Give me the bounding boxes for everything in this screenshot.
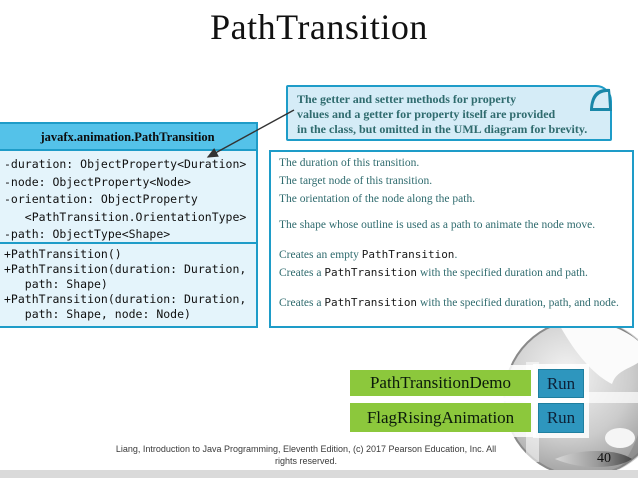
demo-link-flagrisinganimation[interactable]: FlagRisingAnimation [350,403,531,432]
description-row: Creates a PathTransition with the specif… [279,296,619,309]
description-row: The shape whose outline is used as a pat… [279,219,596,231]
uml-method: +PathTransition() [4,247,122,261]
uml-fields-section: -duration: ObjectProperty<Duration> -nod… [0,151,256,244]
callout-text-line: in the class, but omitted in the UML dia… [297,122,588,136]
uml-method: +PathTransition(duration: Duration, [4,262,247,276]
callout-fold-icon [590,88,612,111]
uml-field: <PathTransition.OrientationType> [4,209,247,224]
callout-text-line: values and a getter for property itself … [297,107,556,121]
page-title: PathTransition [210,7,428,47]
footer-line: rights reserved. [274,455,338,466]
uml-field: -node: ObjectProperty<Node> [4,174,191,189]
description-row: Creates a PathTransition with the specif… [279,266,588,279]
description-box: The duration of this transition. The tar… [269,150,634,328]
description-row: The target node of this transition. [279,175,433,187]
page-number-swoosh [555,451,632,467]
footer-line: Liang, Introduction to Java Programming,… [115,444,497,454]
demo-link-pathtransitiondemo[interactable]: PathTransitionDemo [350,370,531,396]
uml-class-diagram: javafx.animation.PathTransition -duratio… [0,122,258,328]
description-row: The duration of this transition. [279,157,420,169]
callout-text-line: The getter and setter methods for proper… [297,92,517,106]
uml-method: +PathTransition(duration: Duration, [4,292,247,306]
footer-copyright: Liang, Introduction to Java Programming,… [0,444,612,467]
uml-field: -duration: ObjectProperty<Duration> [4,157,247,171]
page-number: 40 [597,451,611,466]
run-button-flagrisinganimation[interactable]: Run [538,403,584,433]
callout-arrow-icon [206,109,295,158]
uml-methods-section: +PathTransition() +PathTransition(durati… [0,244,256,322]
uml-class-name: javafx.animation.PathTransition [0,124,256,151]
uml-method: path: Shape) [4,277,108,291]
uml-field: -path: ObjectType<Shape> [4,227,171,242]
bottom-strip [0,470,638,478]
description-row: The orientation of the node along the pa… [279,193,476,205]
uml-method: path: Shape, node: Node) [4,307,191,321]
globe-graphic [500,318,638,478]
run-button-pathtransitiondemo[interactable]: Run [538,369,584,398]
callout-note: The getter and setter methods for proper… [286,85,612,141]
description-row: Creates an empty PathTransition. [279,248,458,261]
uml-field: -orientation: ObjectProperty [4,192,198,207]
